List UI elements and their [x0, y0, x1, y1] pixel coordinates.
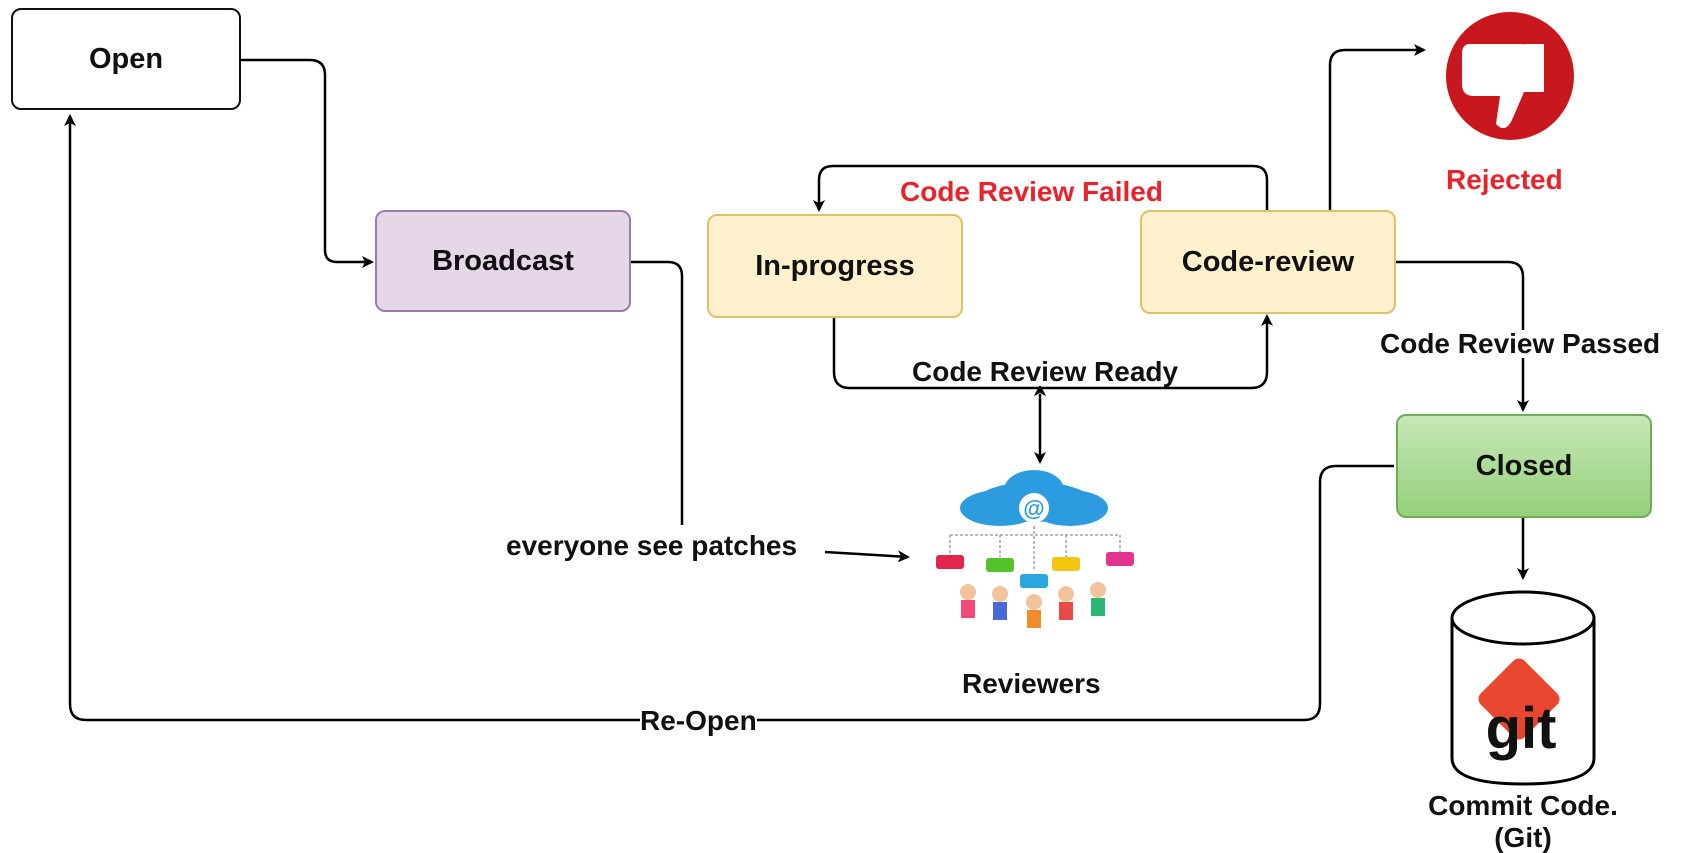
edge-ready	[832, 314, 1273, 390]
svg-text:git: git	[1486, 696, 1557, 761]
thumbs-down-icon	[1446, 12, 1574, 140]
edge-passed	[1394, 260, 1529, 412]
label-re-open: Re-Open	[640, 705, 757, 736]
label-everyone-see-patches: everyone see patches	[506, 530, 798, 561]
node-open: Open	[11, 8, 241, 110]
label-commit-line2: (Git)	[1418, 824, 1628, 852]
node-closed: Closed	[1396, 414, 1652, 518]
node-broadcast: Broadcast	[375, 210, 631, 312]
edge-failed	[813, 164, 1269, 212]
reviewers-illustration: @	[936, 470, 1134, 628]
edge-broadcast-reviewers	[630, 260, 684, 525]
git-repository-icon: git	[1450, 590, 1596, 786]
node-in-progress: In-progress	[707, 214, 963, 318]
svg-text:@: @	[1023, 496, 1044, 521]
label-commit-line1: Commit Code.	[1418, 792, 1628, 820]
node-code-review: Code-review	[1140, 210, 1396, 314]
label-code-review-failed: Code Review Failed	[900, 176, 1163, 207]
label-reviewers: Reviewers	[962, 668, 1101, 699]
edge-patches-arrow	[824, 550, 910, 563]
edge-open-broadcast	[240, 58, 374, 268]
label-code-review-passed: Code Review Passed	[1380, 328, 1661, 359]
edge-rejected	[1328, 44, 1426, 210]
edge-reopen	[64, 114, 1394, 722]
label-rejected: Rejected	[1446, 164, 1563, 195]
label-code-review-ready: Code Review Ready	[912, 356, 1179, 387]
